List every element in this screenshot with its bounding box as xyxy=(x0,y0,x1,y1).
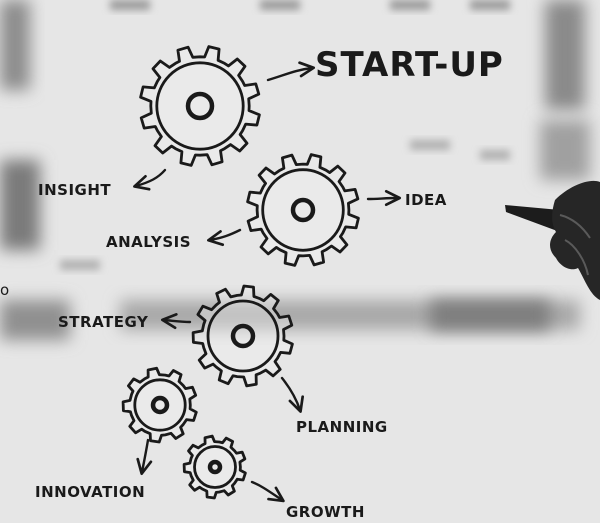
arrow-idea xyxy=(366,189,402,207)
title-start-up: START-UP xyxy=(315,45,504,85)
arrow-start-up xyxy=(266,61,316,82)
gear-idea-icon xyxy=(246,153,360,267)
arrow-growth xyxy=(250,480,285,503)
label-strategy: STRATEGY xyxy=(58,313,149,331)
arrow-insight xyxy=(133,168,167,191)
gear-growth-icon xyxy=(182,434,247,500)
gear-start-up-icon xyxy=(139,45,261,167)
arrows xyxy=(133,61,402,503)
label-growth: GROWTH xyxy=(286,503,365,521)
label-planning: PLANNING xyxy=(296,418,388,436)
hand-with-marker xyxy=(505,180,600,300)
label-idea: IDEA xyxy=(405,191,447,209)
arrow-innovation xyxy=(136,438,153,475)
label-insight: INSIGHT xyxy=(38,181,111,199)
gear-group xyxy=(121,45,360,500)
stray-letter: o xyxy=(0,281,10,299)
gear-strategy-icon xyxy=(191,284,294,388)
label-analysis: ANALYSIS xyxy=(106,233,191,251)
arrow-planning xyxy=(280,376,304,413)
label-innovation: INNOVATION xyxy=(35,483,145,501)
arrow-strategy xyxy=(160,313,192,330)
gear-innovation-icon xyxy=(121,366,198,444)
arrow-analysis xyxy=(206,228,242,247)
